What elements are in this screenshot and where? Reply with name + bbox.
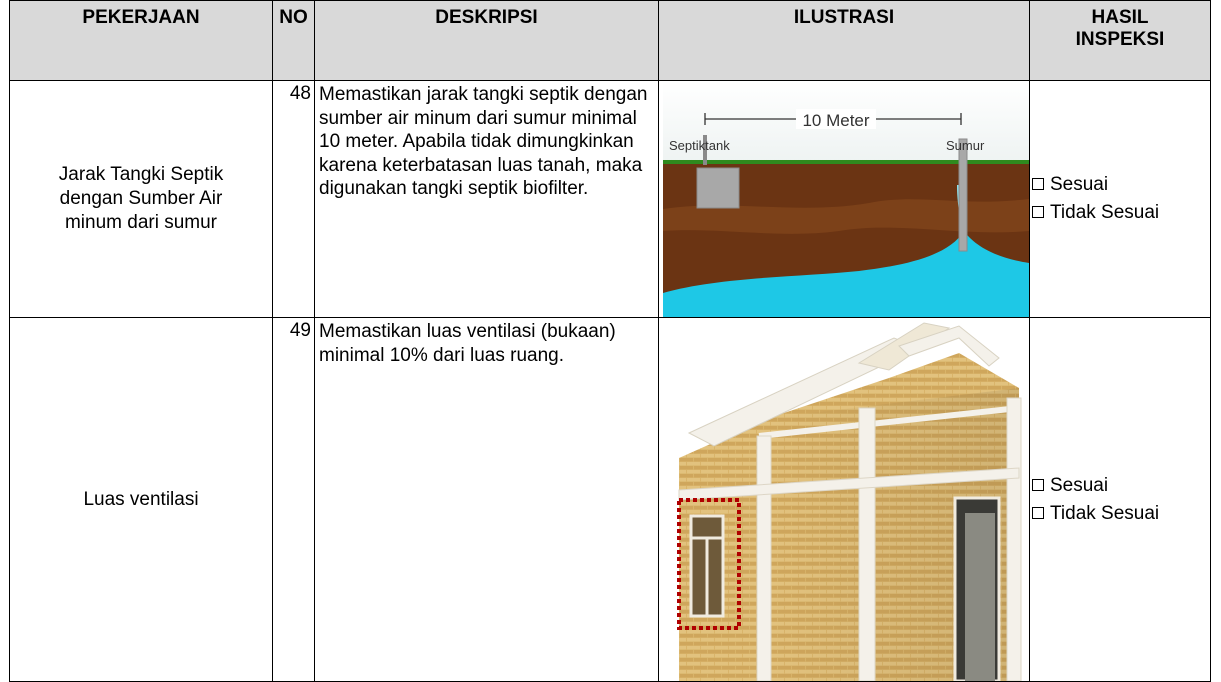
- inspection-table: PEKERJAAN NO DESKRIPSI ILUSTRASI HASIL I…: [9, 0, 1211, 682]
- sumur-label: Sumur: [946, 138, 985, 153]
- groundwater: [663, 231, 1029, 317]
- option-sesuai[interactable]: Sesuai: [1032, 171, 1210, 199]
- header-pekerjaan: PEKERJAAN: [9, 0, 273, 81]
- header-hasil-inspeksi: HASIL INSPEKSI: [1029, 0, 1211, 81]
- header-row: PEKERJAAN NO DESKRIPSI ILUSTRASI HASIL I…: [9, 0, 1211, 81]
- header-ilustrasi: ILUSTRASI: [658, 0, 1030, 81]
- table-row: Luas ventilasi 49 Memastikan luas ventil…: [9, 317, 1211, 682]
- option-tidak-sesuai[interactable]: Tidak Sesuai: [1032, 199, 1210, 227]
- house-ventilation-photo: [659, 318, 1029, 681]
- hasil-cell: Sesuai Tidak Sesuai: [1029, 317, 1211, 682]
- description-cell: Memastikan jarak tangki septik dengan su…: [314, 80, 659, 318]
- header-deskripsi: DESKRIPSI: [314, 0, 659, 81]
- septic-tank-shape: [696, 167, 740, 209]
- description-cell: Memastikan luas ventilasi (bukaan) minim…: [314, 317, 659, 682]
- distance-label: 10 Meter: [802, 111, 869, 130]
- table-row: Jarak Tangki Septik dengan Sumber Air mi…: [9, 80, 1211, 318]
- well-shape: [958, 138, 968, 252]
- hasil-cell: Sesuai Tidak Sesuai: [1029, 80, 1211, 318]
- pekerjaan-cell: Luas ventilasi: [9, 317, 273, 682]
- grass-line: [663, 160, 1029, 164]
- pekerjaan-cell: Jarak Tangki Septik dengan Sumber Air mi…: [9, 80, 273, 318]
- option-sesuai[interactable]: Sesuai: [1032, 472, 1210, 500]
- checkbox-icon[interactable]: [1032, 178, 1044, 190]
- row-number: 48: [272, 80, 315, 318]
- row-number: 49: [272, 317, 315, 682]
- checkbox-icon[interactable]: [1032, 506, 1044, 519]
- illustration-house-ventilation: [658, 317, 1030, 682]
- header-no: NO: [272, 0, 315, 81]
- checkbox-icon[interactable]: [1032, 478, 1044, 491]
- ventilation-highlight-box: [677, 498, 741, 630]
- septiktank-label: Septiktank: [669, 138, 730, 153]
- checkbox-icon[interactable]: [1032, 206, 1044, 218]
- septic-distance-diagram: 10 Meter Septiktank Sumur: [663, 81, 1029, 317]
- illustration-septic-distance: 10 Meter Septiktank Sumur: [658, 80, 1030, 318]
- option-tidak-sesuai[interactable]: Tidak Sesuai: [1032, 500, 1210, 528]
